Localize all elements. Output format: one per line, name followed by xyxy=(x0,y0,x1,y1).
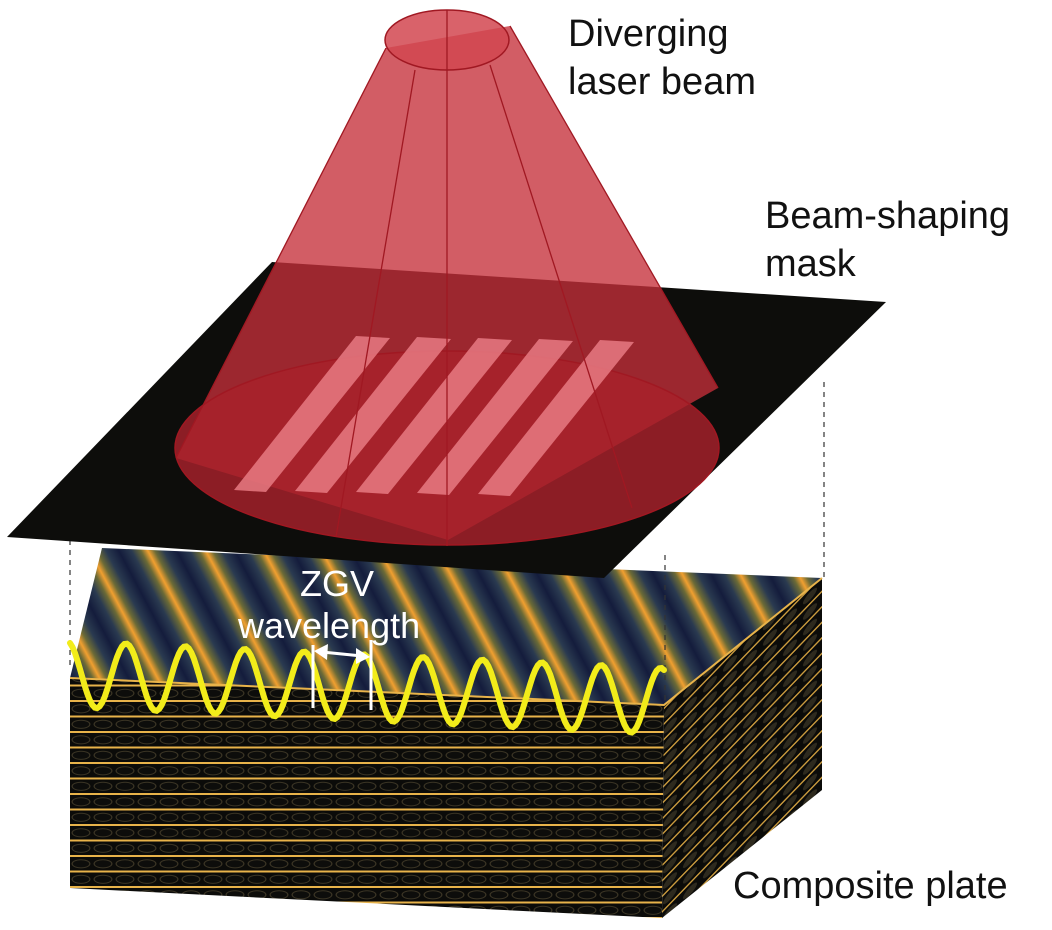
plate-top-face xyxy=(70,548,822,705)
beam-edge-line xyxy=(175,47,387,459)
beam-edge-line xyxy=(335,69,416,538)
projection-lines xyxy=(69,382,825,705)
composite-plate xyxy=(69,548,823,918)
plate-side-face xyxy=(662,578,822,918)
beam-edge-line xyxy=(509,25,719,389)
wavelength-arrow-shaft xyxy=(321,650,363,658)
double-arrow-icon xyxy=(311,640,373,710)
mask-slit xyxy=(356,338,512,494)
mask-slit xyxy=(295,337,451,493)
plate-front-face xyxy=(70,678,664,918)
beam-edge-line xyxy=(489,64,633,509)
plate-label: Composite plate xyxy=(733,865,1008,907)
plate-edge xyxy=(69,577,823,707)
wavelength-arrowhead-left xyxy=(314,644,328,660)
beam-label-line2: laser beam xyxy=(568,61,756,103)
mask-slit xyxy=(417,339,573,495)
laser-beam xyxy=(174,9,720,546)
mask-label-line1: Beam-shaping xyxy=(765,195,1010,237)
beam-edge-lines xyxy=(175,10,719,546)
mask-slit xyxy=(478,340,634,496)
wavelength-arrowhead-right xyxy=(356,648,370,664)
mask-label-line2: mask xyxy=(765,243,857,285)
wavelength-label-line2: wavelength xyxy=(237,605,420,646)
mask-slit xyxy=(234,336,390,492)
mask-slits xyxy=(234,336,634,496)
beam-label-line1: Diverging xyxy=(568,13,729,55)
wavelength-label-line1: ZGV xyxy=(300,563,374,604)
